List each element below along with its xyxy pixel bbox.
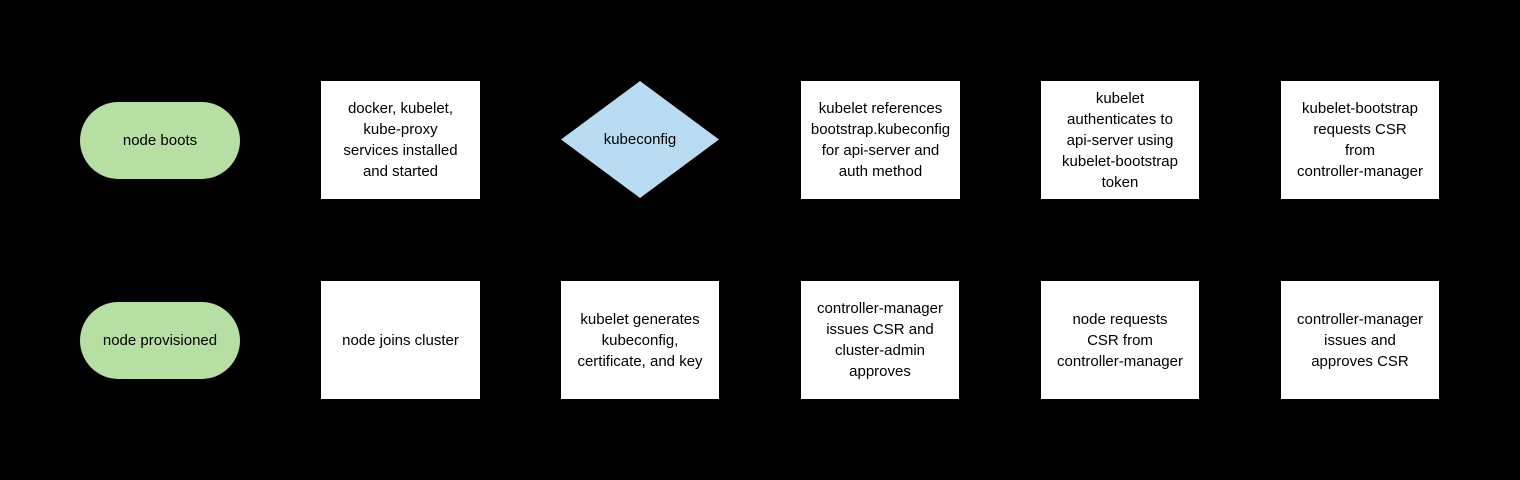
decision-kubeconfig-diamond: kubeconfig [561,81,719,198]
node-label: node provisioned [102,332,218,349]
process-cm-issues-approves-csr: controller-manager issues and approves C… [1281,281,1439,399]
process-node-joins-cluster: node joins cluster [321,281,480,399]
node-label: controller-manager issues CSR and cluste… [817,300,943,380]
node-label: kubeconfig [603,131,677,148]
process-bootstrap-requests-csr: kubelet-bootstrap requests CSR from cont… [1281,81,1439,199]
process-kubelet-authenticates: kubelet authenticates to api-server usin… [1041,81,1199,199]
process-services-installed: docker, kubelet, kube-proxy services ins… [321,81,480,199]
node-label: node requests CSR from controller-manage… [1057,310,1183,370]
node-label: node boots [122,132,198,149]
terminator-node-provisioned: node provisioned [80,302,240,379]
process-cm-issues-admin-approves: controller-manager issues CSR and cluste… [801,281,959,399]
node-label: kubelet references bootstrap.kubeconfig … [810,100,951,180]
node-label: kubelet generates kubeconfig, certificat… [577,310,703,370]
node-label: kubelet-bootstrap requests CSR from cont… [1297,100,1423,180]
node-label: controller-manager issues and approves C… [1297,310,1423,370]
node-label: docker, kubelet, kube-proxy services ins… [343,100,458,180]
terminator-node-boots: node boots [80,102,240,179]
node-label: node joins cluster [342,331,459,349]
node-label: kubelet authenticates to api-server usin… [1062,89,1178,191]
process-kubelet-references: kubelet references bootstrap.kubeconfig … [801,81,960,199]
process-kubelet-generates: kubelet generates kubeconfig, certificat… [561,281,719,399]
process-node-requests-csr: node requests CSR from controller-manage… [1041,281,1199,399]
